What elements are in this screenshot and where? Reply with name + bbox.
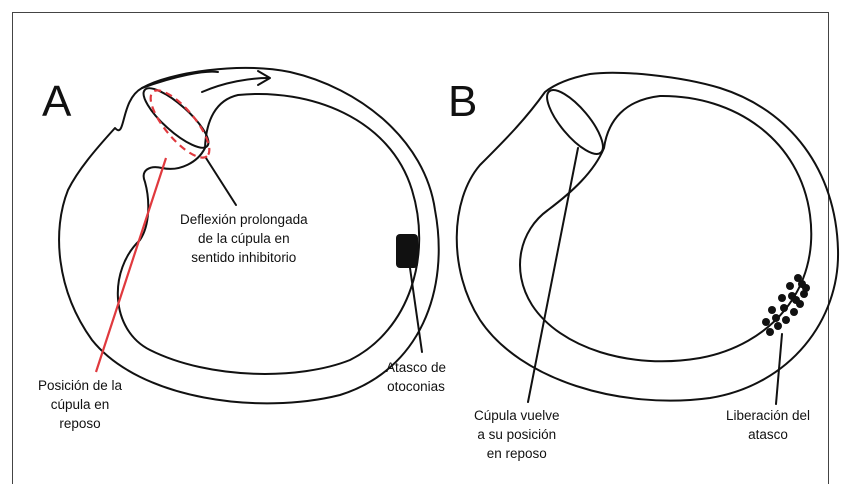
return-leader (528, 148, 578, 402)
cupula-rest (539, 82, 612, 161)
cupula-rest-dashed (142, 82, 219, 166)
rest-position-label: Posición de la cúpula en reposo (38, 376, 122, 433)
deflection-label: Deflexión prolongada de la cúpula en sen… (180, 210, 308, 267)
panel-a-letter: A (42, 77, 72, 126)
deflection-leader (206, 158, 236, 205)
panel-b: B (448, 73, 838, 404)
return-label: Cúpula vuelve a su posición en reposo (474, 406, 560, 463)
clog-leader (410, 268, 422, 352)
release-label: Liberación del atasco (726, 406, 810, 444)
clog-label: Atasco de otoconias (386, 358, 446, 396)
otoconia-clog (396, 234, 418, 268)
rest-leader (96, 158, 166, 372)
panel-b-letter: B (448, 77, 477, 126)
